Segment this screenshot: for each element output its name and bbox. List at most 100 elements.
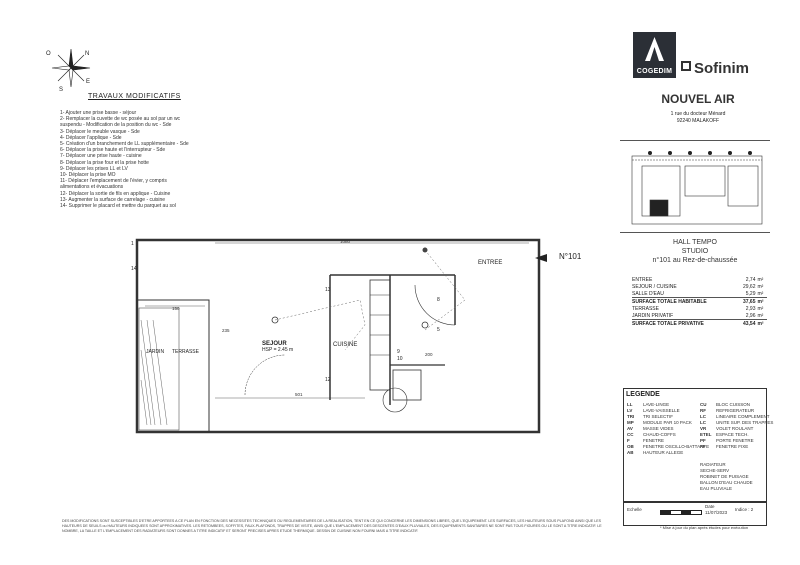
area-value: 5,29 [745,290,756,297]
project-address-line1: 1 rue du docteur Ménard [670,111,726,117]
travaux-item: suspendu - Modification de la position d… [60,122,172,129]
garden-hatch [140,319,168,426]
legend-extra-item: SECHE-SERV [700,468,730,473]
travaux-item: 9- Déplacer les prises LL et LV [60,165,128,172]
area-unit: m² [757,290,764,297]
legend-code: RF [700,408,706,413]
area-row: SURFACE TOTALE HABITABLE 37,65 m² [632,297,767,305]
area-row: SALLE D'EAU 5,29 m² [632,290,767,298]
travaux-title: TRAVAUX MODIFICATIFS [88,93,181,100]
dimension-label: 150 [172,306,180,311]
project-address-line2: 92240 MALAKOFF [676,118,720,124]
area-label: SALLE D'EAU [632,290,664,297]
callout-number: 5 [437,327,440,333]
room-terrasse: TERRASSE [172,349,199,355]
legend-code: AB [627,450,634,455]
callout-number: 14 [131,266,137,272]
area-value: 2,96 [745,312,756,319]
cogedim-label: COGEDIM [636,68,673,75]
callout-number: 9 [397,349,400,355]
legend-desc: MASSE VIDES [643,426,674,431]
scale-bar [660,510,702,515]
dimension-label: 200 [425,352,433,357]
callout-number: 10 [397,356,403,362]
legend-title: LEGENDE [626,391,660,398]
sofinim-mark-icon [681,61,691,71]
room-sejour-hsp: HSP = 2.45 m [262,347,294,353]
legend-item: MP MODULE PAR 10 PACK [627,420,709,426]
cogedim-mark-icon [645,37,664,61]
unit-building: HALL TEMPO [673,239,717,246]
travaux-item: 11- Déplacer l'emplacement de l'évier, y… [60,178,167,185]
legend-code: OB [627,444,634,449]
legend-desc: BLOC CUISSON [716,402,751,407]
legend-code: ETEL [700,432,712,437]
legend-code: LC [700,414,706,419]
legend-desc: TRI SELECTIF [643,414,674,419]
area-unit: m² [757,283,764,290]
legend-code: MP [627,420,634,425]
area-value: 43,54 [737,319,756,327]
update-note: * Mise à jour du plan après études pour … [660,525,749,530]
area-row: SURFACE TOTALE PRIVATIVE 43,54 m² [632,319,767,327]
area-label: JARDIN PRIVATIF [632,312,674,319]
travaux-item: 3- Déplacer le meuble vasque - Sde [60,128,140,135]
legend-desc: HAUTEUR ALLEGE [643,450,684,455]
room-entree: ENTREE [478,260,503,266]
area-row: ENTREE 2,74 m² [632,276,767,283]
legend-desc: FENETRE FIXE [716,444,749,449]
legend-extra-item: RADIATEUR [700,462,726,467]
travaux-item: 4- Déplacer l'applique - Sde [60,134,122,141]
legend-code: F [627,438,630,443]
scale-label: Echelle [627,507,642,512]
room-cuisine: CUISINE [333,342,358,348]
area-unit: m² [757,305,764,312]
date-label: Date [705,504,715,509]
area-value: 2,74 [745,276,756,283]
callout-number: 12 [325,377,331,383]
legend-desc: LAVE-LINGE [643,402,670,407]
legend-code: LC [700,420,706,425]
legend-desc: UNITE SUP. DES TRAPPES [716,420,774,425]
room-sejour: SEJOUR [262,341,287,347]
compass-north: N [85,51,90,57]
area-unit: m² [755,297,767,305]
area-label: SURFACE TOTALE PRIVATIVE [632,319,738,327]
compass-west: O [46,51,51,57]
callout-number: 1 [131,241,134,247]
room-jardin: JARDIN [146,349,165,355]
dimension-label: 1080 [340,239,351,244]
travaux-item: 7- Déplacer une prise haute - cuisine [60,153,142,160]
legend-item: ETEL ESPACE TECH. [700,432,773,438]
legend-code: FF [700,444,706,449]
legend-desc: MODULE PAR 10 PACK [643,420,692,425]
legend-item: FF FENETRE FIXE [700,444,773,450]
legend-extra-item: EAU PLUVIALE [700,486,733,491]
legend-desc: FENETRE [643,438,665,443]
divider [620,140,770,141]
legend-desc: ESPACE TECH. [716,432,749,437]
scale-box [623,502,767,526]
unit-tag: N°101 [559,252,582,261]
sofinim-logo: Sofinim [694,60,749,77]
area-label: ENTREE [632,276,653,283]
travaux-item: 6- Déplacer la prise haute et l'interrup… [60,147,166,154]
legend-extra-item: BALLON D'EAU CHAUDE [700,480,753,485]
callout-number: 13 [325,287,331,293]
legend-desc: LINEAIRE COMPLEMENT [716,414,770,419]
legend-desc: LAVE-VAISSELLE [643,408,680,413]
dimension-label: 235 [222,328,230,333]
indice: Indice : 2 [735,507,754,512]
travaux-item: 10- Déplacer la prise MO [60,172,116,179]
area-row: TERRASSE 2,93 m² [632,305,767,312]
legend-item: CU BLOC CUISSON [700,402,773,408]
legend-item: LC LINEAIRE COMPLEMENT [700,414,773,420]
legend-desc: FENETRE OSCILLO-BATTANTE [643,444,710,449]
legend-code: CU [700,402,707,407]
